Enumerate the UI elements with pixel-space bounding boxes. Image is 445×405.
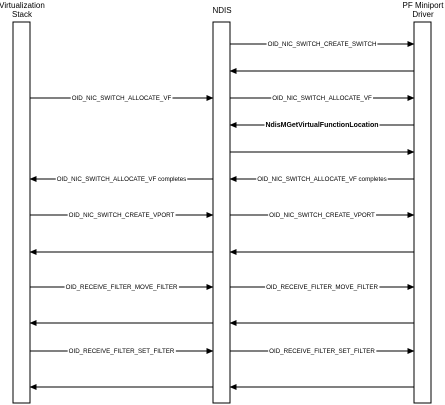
- message-label-bg-13: [64, 284, 179, 292]
- header-virtualization-line1: Virtualization: [0, 1, 45, 10]
- message-label-10: OID_NIC_SWITCH_CREATE_VPORT: [269, 212, 375, 219]
- message-label-8: OID_NIC_SWITCH_ALLOCATE_VF completes: [257, 176, 387, 183]
- message-label-7: OID_NIC_SWITCH_ALLOCATE_VF completes: [57, 176, 187, 183]
- message-label-17: OID_RECEIVE_FILTER_SET_FILTER: [69, 348, 175, 355]
- message-label-bg-17: [67, 348, 176, 356]
- message-label-18: OID_RECEIVE_FILTER_SET_FILTER: [269, 348, 375, 355]
- message-label-1: OID_NIC_SWITCH_CREATE_SWITCH: [268, 41, 377, 48]
- message-label-bg-4: [271, 95, 374, 103]
- message-label-bg-14: [265, 284, 380, 292]
- lifeline-virtualization-stack: [12, 21, 31, 404]
- header-pf-miniport-line2: Driver: [412, 10, 434, 19]
- message-label-bg-5: [264, 122, 380, 130]
- lifeline-pf-miniport-driver: [413, 21, 432, 404]
- message-label-bg-9: [67, 212, 176, 220]
- message-label-9: OID_NIC_SWITCH_CREATE_VPORT: [69, 212, 175, 219]
- message-label-14: OID_RECEIVE_FILTER_MOVE_FILTER: [266, 284, 378, 291]
- message-label-bg-18: [268, 348, 377, 356]
- message-label-5: NdisMGetVirtualFunctionLocation: [265, 122, 378, 129]
- header-virtualization-line2: Stack: [12, 10, 33, 19]
- header-ndis: NDIS: [212, 6, 231, 15]
- message-label-bg-1: [266, 41, 378, 49]
- message-label-bg-3: [70, 95, 173, 103]
- message-arrows: OID_NIC_SWITCH_CREATE_SWITCH OID_NIC_SWIT…: [29, 41, 415, 390]
- message-label-bg-8: [256, 176, 388, 184]
- message-label-3: OID_NIC_SWITCH_ALLOCATE_VF: [72, 95, 172, 102]
- message-label-bg-7: [55, 176, 188, 184]
- header-pf-miniport-line1: PF Miniport: [403, 1, 445, 10]
- message-label-4: OID_NIC_SWITCH_ALLOCATE_VF: [272, 95, 372, 102]
- message-label-13: OID_RECEIVE_FILTER_MOVE_FILTER: [66, 284, 178, 291]
- lifeline-ndis: [212, 21, 231, 404]
- message-label-bg-10: [268, 212, 377, 220]
